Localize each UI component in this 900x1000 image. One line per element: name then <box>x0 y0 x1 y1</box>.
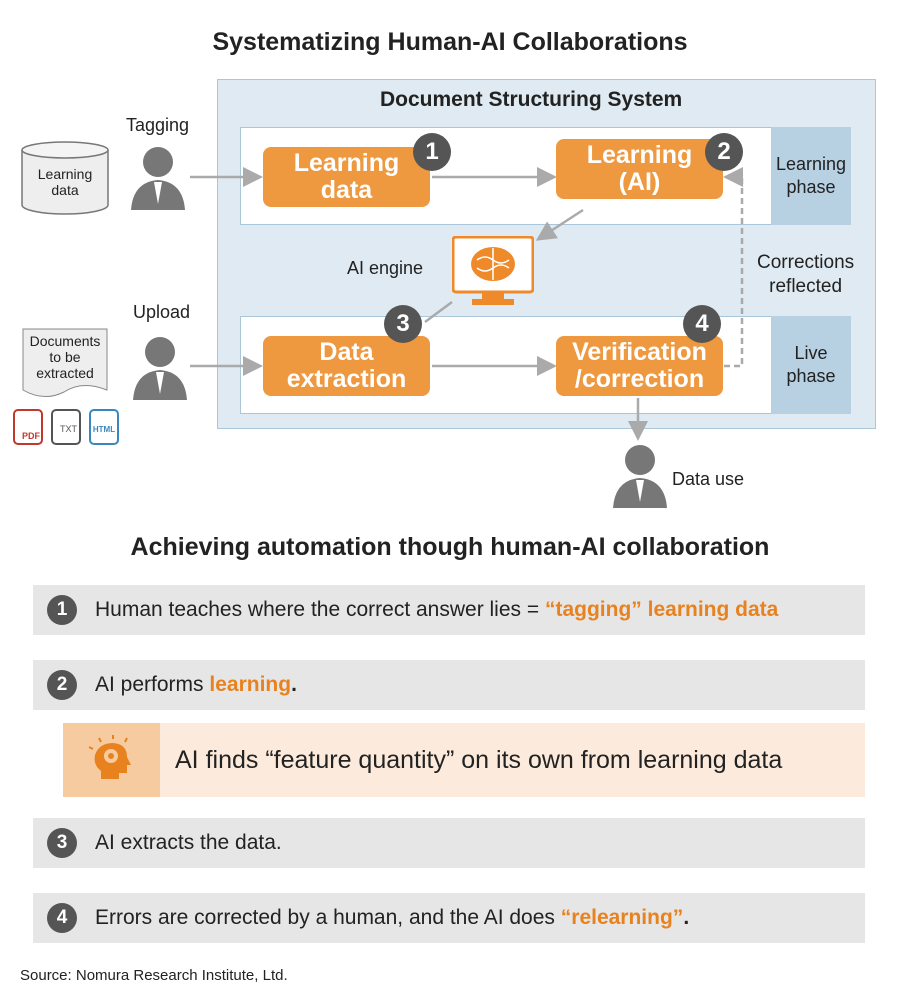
feature-note: AI finds “feature quantity” on its own f… <box>63 723 865 797</box>
person-icon-upload <box>133 337 187 400</box>
step-number-4: 4 <box>683 305 721 343</box>
subtitle: Achieving automation though human-AI col… <box>130 533 770 561</box>
source-note: Source: Nomura Research Institute, Ltd. <box>20 967 288 984</box>
data-use-label: Data use <box>672 469 745 489</box>
box-verification-correction: Verification/correction <box>556 336 723 396</box>
ai-engine-label: AI engine <box>347 258 424 278</box>
ai-engine-monitor-icon <box>452 236 534 305</box>
idea-head-icon <box>63 723 160 797</box>
database-icon <box>21 141 109 215</box>
box-learning-ai: Learning(AI) <box>556 139 723 199</box>
step-number-3: 3 <box>384 305 422 343</box>
person-icon-data-use <box>613 445 667 508</box>
pdf-file-icon: PDF <box>13 409 43 445</box>
main-title: Systematizing Human-AI Collaborations <box>212 28 688 56</box>
upload-label: Upload <box>133 302 191 322</box>
html-file-icon: HTML <box>89 409 119 445</box>
step-number-1: 1 <box>413 133 451 171</box>
document-icon <box>22 328 108 397</box>
feature-note-text: AI finds “feature quantity” on its own f… <box>175 745 783 774</box>
tagging-label: Tagging <box>126 115 190 135</box>
system-title: Document Structuring System <box>380 88 683 111</box>
person-icon-tagging <box>131 147 185 210</box>
txt-file-icon: TXT <box>51 409 81 445</box>
step-number-2: 2 <box>705 133 743 171</box>
flow-arrows <box>190 167 744 441</box>
